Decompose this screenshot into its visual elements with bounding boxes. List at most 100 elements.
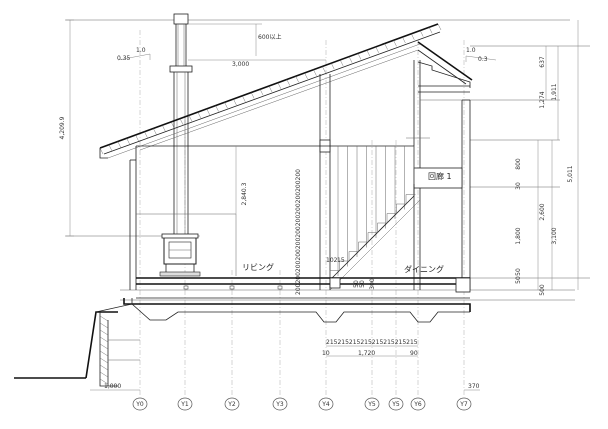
roof-tile — [188, 115, 193, 122]
stair-end-label: 90 — [410, 350, 418, 357]
grid-tag-y6: Y6 — [410, 397, 426, 411]
svg-text:Y5: Y5 — [391, 401, 400, 408]
hatch-line — [99, 364, 109, 371]
roof-tile — [170, 121, 175, 128]
hatch-line — [99, 343, 109, 350]
level-lines — [65, 19, 590, 301]
grid-tag-y0: Y0 — [132, 397, 148, 411]
floor-slab — [136, 277, 471, 299]
stair-posts — [337, 146, 415, 276]
roof-tile — [259, 89, 264, 96]
stair-run-dimension: 215215215215215215215215 10 1,720 90 — [322, 339, 418, 357]
stair-step — [329, 270, 340, 280]
stair-steps — [329, 194, 416, 280]
roof-tile — [348, 56, 353, 63]
stair-step — [367, 232, 378, 242]
roof-tile — [331, 63, 335, 70]
floor-b-label: 50 — [359, 280, 366, 288]
roof-tile — [277, 82, 282, 89]
stair-step — [358, 241, 368, 252]
grid-tag-y2: Y2 — [224, 397, 240, 411]
right-50b-label: 50 — [515, 268, 522, 276]
room-living: リビング — [242, 262, 274, 272]
roof-tile — [322, 66, 326, 73]
roof-tile — [126, 138, 130, 145]
bottom-dimensions: 1,000 370 — [90, 383, 480, 391]
right-637-label: 637 — [539, 56, 546, 68]
hatch-line — [99, 329, 109, 336]
floor-a-label: 50 — [353, 280, 360, 288]
stair-step — [339, 260, 349, 271]
stair-step — [348, 251, 359, 261]
roof-tile — [268, 85, 273, 93]
roof-tile — [197, 112, 202, 119]
grid-tag-y1: Y1 — [177, 397, 193, 411]
right-30-label: 30 — [515, 182, 522, 190]
svg-text:Y6: Y6 — [413, 401, 422, 408]
wood-stove — [159, 233, 201, 277]
chimney — [169, 13, 193, 236]
roof-pitch-markers: 1.0 0.35 1.0 0.3 — [117, 47, 497, 63]
stair-step — [405, 194, 416, 204]
stair-start-label: 10 — [322, 350, 330, 357]
roof-tile — [108, 144, 113, 151]
stove-height-label: 2,840.3 — [241, 182, 248, 205]
roof-pitch-right-run: 0.3 — [478, 56, 488, 63]
stair — [329, 184, 421, 291]
roof-tile — [357, 53, 362, 60]
grid-tag-y4: Y4 — [318, 397, 334, 411]
hatch-line — [99, 378, 109, 385]
roof-tile — [162, 125, 166, 132]
right-500-label: 500 — [539, 284, 546, 296]
hatch-line — [99, 315, 109, 322]
grid-tag-y3: Y3 — [272, 397, 288, 411]
bottom-right-label: 370 — [468, 383, 480, 390]
roof-tile — [206, 108, 210, 115]
roof-tile — [286, 79, 290, 86]
right-3100-label: 3,100 — [551, 227, 558, 244]
right-50a-label: 50 — [515, 276, 522, 284]
roof-tiles — [99, 23, 442, 155]
roof-tile — [437, 23, 442, 31]
room-corridor: 回廊 1 — [428, 171, 452, 181]
roof-tile — [215, 105, 219, 112]
right-1800-label: 1,800 — [515, 227, 522, 244]
roof-tile — [366, 50, 371, 57]
total-height-left-label: 4,209.9 — [59, 116, 66, 139]
floor-c-label: 300 — [369, 278, 376, 290]
roof-pitch-left-rise: 1.0 — [136, 47, 146, 54]
roof-tile — [393, 40, 397, 47]
right-1274-label: 1,274 — [539, 91, 546, 108]
svg-text:Y5: Y5 — [367, 401, 376, 408]
roof-tile — [313, 69, 317, 76]
svg-text:Y4: Y4 — [321, 401, 330, 408]
hatch-line — [99, 371, 109, 378]
roof-tile — [224, 102, 228, 109]
roof-tile — [99, 147, 104, 155]
floor-dimensions: 102 15 50 50 300 — [326, 257, 376, 290]
ground — [14, 303, 140, 387]
right-dimensions: 637 1,274 1,911 800 30 1,800 2,600 3,100… — [515, 20, 579, 296]
hatch-line — [99, 350, 109, 357]
svg-text:Y1: Y1 — [180, 401, 189, 408]
chimney-height-label: 600以上 — [258, 33, 281, 41]
stair-step — [396, 203, 406, 214]
roof-pitch-right-rise: 1.0 — [466, 47, 476, 54]
roof-tile — [144, 131, 148, 138]
grid-tags: Y0 Y1 Y2 Y3 Y4 Y5 Y5 Y6 Y7 — [132, 397, 472, 411]
grid-tag-y5a: Y5 — [364, 397, 380, 411]
roof-tile — [420, 30, 424, 37]
stair-risers-label: 200200200200200200200200200200200 — [295, 169, 302, 295]
roof-tile — [375, 46, 379, 53]
roof-tile — [304, 72, 308, 80]
roof-tile — [179, 118, 184, 125]
right-5011-label: 5,011 — [567, 165, 574, 182]
svg-text:Y7: Y7 — [459, 401, 468, 408]
roof-tile — [384, 43, 388, 50]
foundation — [123, 298, 471, 323]
roof-tile — [428, 27, 433, 34]
right-eave — [417, 41, 473, 93]
main-roof — [99, 23, 442, 159]
roof-tile — [402, 36, 406, 44]
